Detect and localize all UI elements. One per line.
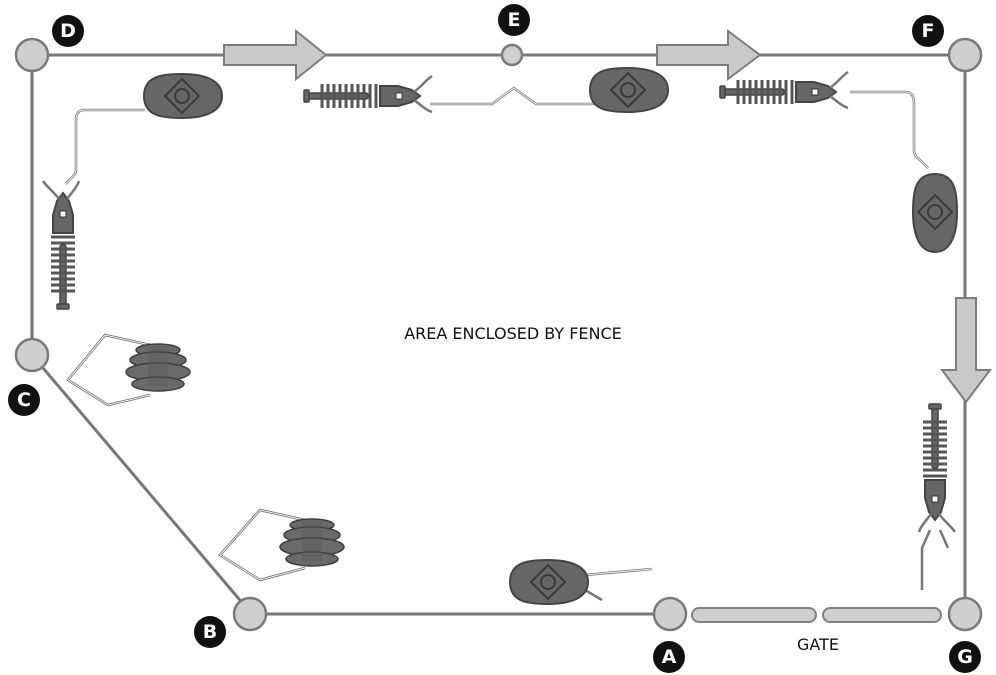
connecting-wire-left — [64, 108, 145, 185]
svg-text:B: B — [203, 621, 217, 643]
gate-label: GATE — [797, 635, 839, 654]
post-b — [232, 596, 268, 632]
post-label-g: G — [949, 641, 981, 673]
svg-text:C: C — [17, 389, 31, 411]
gate — [691, 607, 942, 623]
post-label-a: A — [653, 641, 685, 673]
tensioner-left — [41, 179, 81, 311]
post-d — [14, 37, 50, 73]
post-label-c: C — [8, 384, 40, 416]
post-f — [947, 37, 983, 73]
post-g — [947, 596, 983, 632]
connecting-wire-right — [850, 90, 929, 169]
post-label-d: D — [52, 15, 84, 47]
svg-text:E: E — [508, 9, 521, 31]
arrow-f-to-g — [940, 297, 992, 404]
wire-grip-right — [912, 173, 958, 253]
post-label-e: E — [498, 4, 530, 36]
svg-text:D: D — [60, 20, 76, 42]
tensioner-top-left — [302, 74, 434, 114]
posts — [14, 37, 983, 632]
wire-grip-bottom — [509, 559, 653, 605]
wire-grip-top-left — [143, 73, 223, 119]
direction-arrows — [223, 28, 992, 404]
tensioner-bottom-right — [917, 402, 957, 534]
post-a — [652, 596, 688, 632]
svg-text:F: F — [922, 20, 935, 42]
svg-text:G: G — [957, 646, 973, 668]
arrow-e-to-f — [656, 29, 762, 81]
svg-text:A: A — [662, 646, 677, 668]
post-c — [14, 337, 50, 373]
arrow-d-to-e — [223, 28, 328, 82]
corner-insulator-b — [218, 508, 345, 582]
post-label-f: F — [912, 15, 944, 47]
area-label: AREA ENCLOSED BY FENCE — [404, 324, 622, 343]
connecting-wire-top — [430, 86, 598, 106]
corner-insulator-c — [66, 333, 191, 407]
tensioner-top-right — [718, 70, 850, 110]
wire-grip-top-middle — [589, 67, 669, 113]
post-label-b: B — [194, 616, 226, 648]
post-e — [500, 43, 524, 67]
connecting-wire-gate — [920, 529, 950, 590]
